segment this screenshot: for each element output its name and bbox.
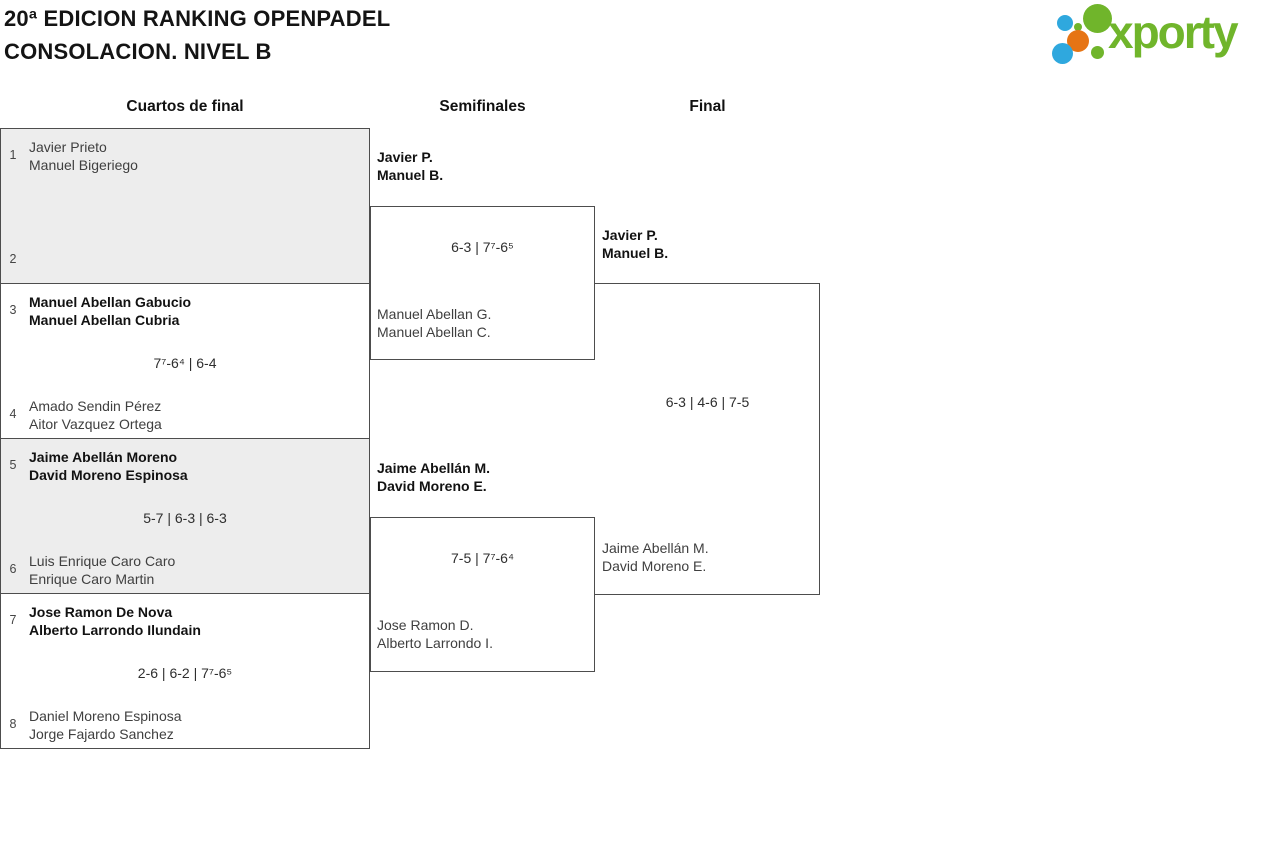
team-names: Daniel Moreno Espinosa Jorge Fajardo San… [29, 707, 361, 743]
logo-dot-green-tiny-icon [1074, 23, 1082, 31]
player-name: Jaime Abellán M. [377, 460, 491, 476]
player-name: Jaime Abellán M. [602, 540, 709, 556]
player-name: Jose Ramon De Nova [29, 604, 173, 620]
seed-number: 3 [9, 303, 17, 317]
logo-wordmark: xporty [1108, 6, 1239, 58]
xporty-logo[interactable]: xporty [1048, 0, 1278, 70]
seed-number: 4 [9, 407, 17, 421]
player-name: Luis Enrique Caro Caro [29, 553, 176, 569]
seed-number: 2 [9, 252, 17, 266]
quarterfinal-match-3[interactable]: 5 Jaime Abellán Moreno David Moreno Espi… [0, 438, 370, 593]
player-name: Javier P. [602, 227, 658, 243]
player-name: Jaime Abellán Moreno [29, 449, 178, 465]
player-name: Manuel Bigeriego [29, 157, 138, 173]
match-score: 7⁷-6⁴ | 6-4 [153, 355, 217, 371]
player-name: Amado Sendin Pérez [29, 398, 162, 414]
player-name: Alberto Larrondo I. [377, 635, 493, 651]
player-name: Alberto Larrondo Ilundain [29, 622, 201, 638]
player-name: Manuel Abellan C. [377, 324, 491, 340]
player-name: Enrique Caro Martin [29, 571, 155, 587]
team-names-winner: Jose Ramon De Nova Alberto Larrondo Ilun… [29, 603, 361, 639]
seed-number: 7 [9, 613, 17, 627]
player-name: Javier P. [377, 149, 433, 165]
player-name: David Moreno E. [602, 558, 707, 574]
player-name: David Moreno E. [377, 478, 487, 494]
player-name: Manuel Abellan G. [377, 306, 492, 322]
player-name: Manuel B. [602, 245, 669, 261]
final-match[interactable] [595, 283, 820, 595]
match-score: 6-3 | 4-6 | 7-5 [665, 394, 750, 410]
seed-number: 1 [9, 148, 17, 162]
team-names: Luis Enrique Caro Caro Enrique Caro Mart… [29, 552, 361, 588]
final-loser-team: Jaime Abellán M. David Moreno E. [602, 539, 709, 575]
semifinal-2-winner-team: Jaime Abellán M. David Moreno E. [377, 459, 490, 495]
semifinal-2-loser-team: Jose Ramon D. Alberto Larrondo I. [377, 616, 493, 652]
semifinal-1-winner-team: Javier P. Manuel B. [377, 148, 443, 184]
semifinal-1-loser-team: Manuel Abellan G. Manuel Abellan C. [377, 305, 491, 341]
player-name: Jorge Fajardo Sanchez [29, 726, 174, 742]
team-names: Amado Sendin Pérez Aitor Vazquez Ortega [29, 397, 361, 433]
tournament-title-line1: 20ª EDICION RANKING OPENPADEL [4, 6, 391, 31]
match-score: 7-5 | 7⁷-6⁴ [451, 550, 514, 566]
logo-dot-blue-large-icon [1052, 43, 1073, 64]
final-winner-team: Javier P. Manuel B. [602, 226, 668, 262]
tournament-title: 20ª EDICION RANKING OPENPADEL CONSOLACIO… [4, 2, 390, 68]
quarterfinal-match-1[interactable]: 1 Javier Prieto Manuel Bigeriego 2 [0, 128, 370, 283]
match-score: 6-3 | 7⁷-6⁵ [451, 239, 514, 255]
team-names-winner: Manuel Abellan Gabucio Manuel Abellan Cu… [29, 293, 361, 329]
round-header-cuartos: Cuartos de final [126, 98, 244, 115]
team-names: Javier Prieto Manuel Bigeriego [29, 138, 361, 174]
seed-number: 8 [9, 717, 17, 731]
semifinal-match-2[interactable] [370, 517, 595, 672]
player-name: Jose Ramon D. [377, 617, 474, 633]
team-names-winner: Jaime Abellán Moreno David Moreno Espino… [29, 448, 361, 484]
semifinal-match-1[interactable] [370, 206, 595, 360]
logo-dot-blue-small-icon [1057, 15, 1073, 31]
round-header-final: Final [689, 98, 726, 115]
player-name: Aitor Vazquez Ortega [29, 416, 162, 432]
seed-number: 5 [9, 458, 17, 472]
player-name: David Moreno Espinosa [29, 467, 188, 483]
tournament-title-line2: CONSOLACION. NIVEL B [4, 39, 272, 64]
player-name: Daniel Moreno Espinosa [29, 708, 182, 724]
seed-number: 6 [9, 562, 17, 576]
logo-dot-green-small-icon [1091, 46, 1104, 59]
match-score: 5-7 | 6-3 | 6-3 [143, 510, 227, 526]
player-name: Manuel Abellan Cubria [29, 312, 180, 328]
quarterfinal-match-4[interactable]: 7 Jose Ramon De Nova Alberto Larrondo Il… [0, 593, 370, 749]
round-header-semifinales: Semifinales [439, 98, 526, 115]
logo-dot-green-large-icon [1083, 4, 1112, 33]
player-name: Javier Prieto [29, 139, 107, 155]
player-name: Manuel Abellan Gabucio [29, 294, 192, 310]
logo-dot-orange-icon [1067, 30, 1089, 52]
quarterfinal-match-2[interactable]: 3 Manuel Abellan Gabucio Manuel Abellan … [0, 283, 370, 438]
match-score: 2-6 | 6-2 | 7⁷-6⁵ [137, 665, 233, 681]
player-name: Manuel B. [377, 167, 444, 183]
